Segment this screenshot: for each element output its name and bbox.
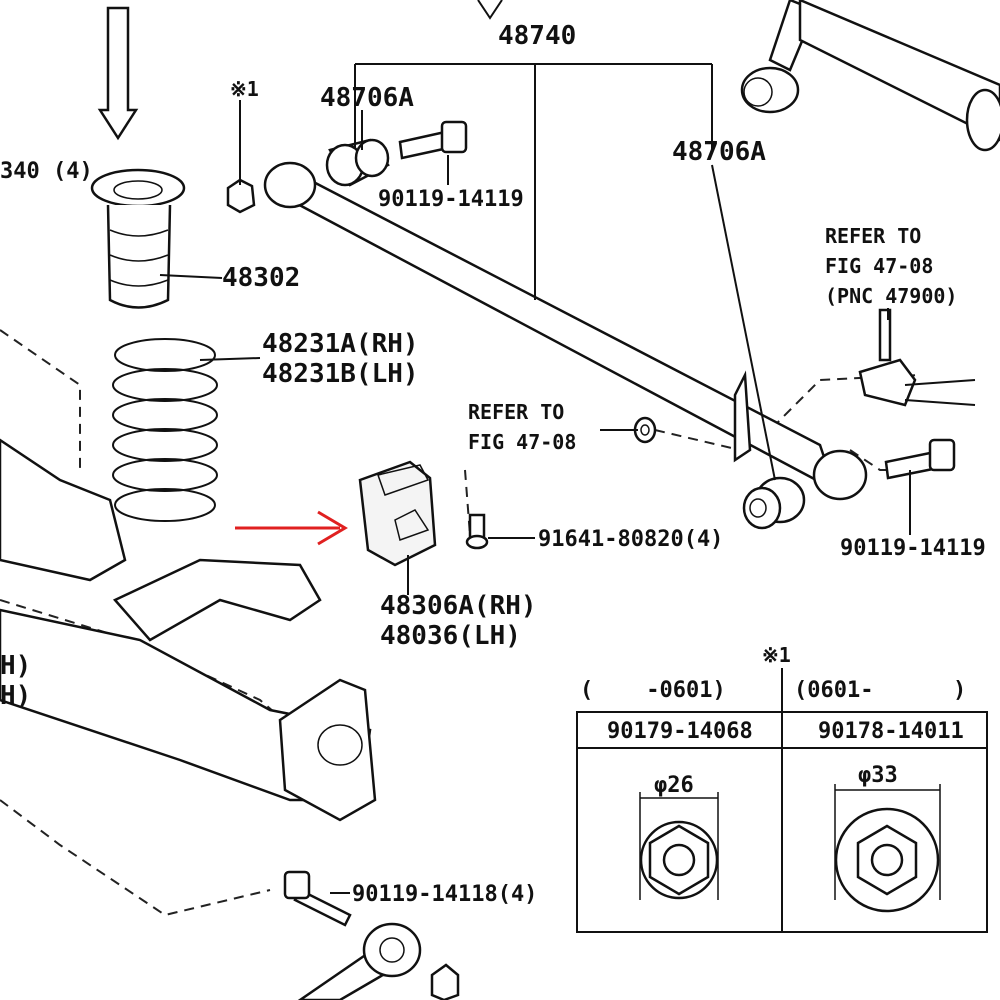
bushing-lower <box>742 476 806 530</box>
bolt-bottom <box>283 870 352 927</box>
refer1-line1: REFER TO <box>825 224 921 248</box>
nut-large-icon <box>834 807 940 913</box>
label-48706a-left: 48706A <box>320 83 414 113</box>
nut-small-icon <box>639 820 719 900</box>
refer1-line3: (PNC 47900) <box>825 284 957 308</box>
refer2-line2: FIG 47-08 <box>468 430 576 454</box>
label-48706a-right: 48706A <box>672 137 766 167</box>
table-col2-part: 90178-14011 <box>818 719 964 744</box>
table-col1-range: ( -0601) <box>580 678 726 703</box>
label-48231a: 48231A(RH) <box>262 329 419 359</box>
table-col1-diameter: φ26 <box>654 773 694 798</box>
refer2-line1: REFER TO <box>468 400 564 424</box>
label-90119-bottom: 90119-14118(4) <box>352 882 537 907</box>
refer1-line2: FIG 47-08 <box>825 254 933 278</box>
label-48306a: 48306A(RH) <box>380 591 537 621</box>
lateral-rod <box>263 161 868 501</box>
label-left-edge-2: H) <box>0 681 31 711</box>
down-arrow-icon <box>97 6 139 141</box>
red-pointer-arrow-icon <box>235 510 348 546</box>
table-col2-diameter: φ33 <box>858 763 898 788</box>
label-48740: 48740 <box>498 21 576 51</box>
bolt-right <box>884 438 956 480</box>
bracket-bolt <box>465 513 489 550</box>
label-91641: 91641-80820(4) <box>538 527 723 552</box>
lower-arm <box>297 922 460 1000</box>
label-48231b: 48231B(LH) <box>262 359 419 389</box>
table-col1-part: 90179-14068 <box>607 719 753 744</box>
top-arrow-tip-icon <box>477 0 503 20</box>
bushing-upper <box>325 138 390 187</box>
label-note1-top: ※1 <box>230 77 259 101</box>
shock-linkage <box>858 308 976 407</box>
label-90119-top: 90119-14119 <box>378 187 524 212</box>
label-90119-right: 90119-14119 <box>840 536 986 561</box>
axle-housing <box>0 438 377 822</box>
upper-control-arm <box>740 0 1000 152</box>
label-48036: 48036(LH) <box>380 621 521 651</box>
label-340: 340 (4) <box>0 159 93 184</box>
bolt-upper <box>398 120 468 160</box>
nut-variant-table: ※1 ( -0601) (0601- ) 90179-14068 90178-1… <box>576 643 988 933</box>
leader-lines <box>159 63 911 894</box>
table-note: ※1 <box>762 643 791 667</box>
table-col2-range: (0601- ) <box>794 678 966 703</box>
label-left-edge-1: H) <box>0 651 31 681</box>
bump-stopper-bracket <box>358 460 437 567</box>
bump-stopper <box>90 168 186 309</box>
coil-spring <box>112 338 218 522</box>
label-48302: 48302 <box>222 263 300 293</box>
